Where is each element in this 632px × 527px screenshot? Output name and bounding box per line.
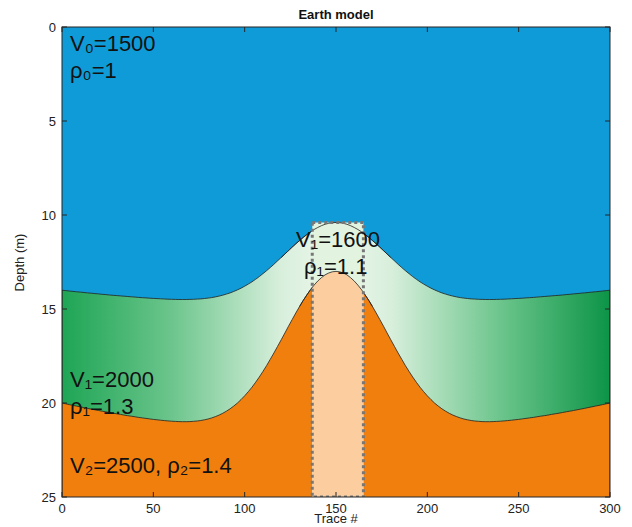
water-layer-label: V₀=1500ρ₀=1 <box>70 30 156 84</box>
tick-mark <box>605 497 610 498</box>
layer-property: ρ₀=1 <box>70 57 156 84</box>
tick-mark <box>336 27 337 32</box>
tick-label: 50 <box>146 501 160 516</box>
tick-label: 10 <box>42 208 56 223</box>
tick-mark <box>244 492 245 497</box>
tick-mark <box>605 403 610 404</box>
tick-mark <box>605 215 610 216</box>
sediment-layer-label: V₁=2000ρ₁=1.3 <box>70 366 154 420</box>
layer-property: ρ₁=1.3 <box>70 393 154 420</box>
tick-label: 0 <box>58 501 65 516</box>
tick-mark <box>605 309 610 310</box>
plot-title: Earth model <box>298 7 373 22</box>
axis-ticks <box>62 27 610 497</box>
layer-property: V₀=1500 <box>70 30 156 57</box>
tick-label: 300 <box>599 501 621 516</box>
tick-label: 200 <box>416 501 438 516</box>
axis-title: Trace # <box>314 511 358 526</box>
layer-property: ρ₁=1.1 <box>296 253 380 280</box>
tick-mark <box>610 27 611 32</box>
tick-label: 0 <box>49 20 56 35</box>
layer-property: V₂=2500, ρ₂=1.4 <box>70 452 232 479</box>
tick-mark <box>153 492 154 497</box>
tick-mark <box>244 27 245 32</box>
axis-title: Depth (m) <box>13 233 28 291</box>
tick-mark <box>605 27 610 28</box>
tick-mark <box>427 27 428 32</box>
tick-mark <box>336 492 337 497</box>
tick-mark <box>518 492 519 497</box>
tick-label: 250 <box>508 501 530 516</box>
tick-mark <box>518 27 519 32</box>
tick-mark <box>62 27 67 28</box>
basement-layer-label: V₂=2500, ρ₂=1.4 <box>70 452 232 479</box>
tick-mark <box>62 492 63 497</box>
tick-mark <box>62 309 67 310</box>
anomaly-top-line <box>281 223 391 258</box>
tick-mark <box>62 215 67 216</box>
tick-label: 100 <box>234 501 256 516</box>
tick-mark <box>610 492 611 497</box>
tick-label: 20 <box>42 396 56 411</box>
layer-property: V₁=1600 <box>296 226 380 253</box>
tick-label: 25 <box>42 490 56 505</box>
layer-property: V₁=2000 <box>70 366 154 393</box>
tick-mark <box>427 492 428 497</box>
axes-frame <box>62 27 610 497</box>
tick-mark <box>605 121 610 122</box>
tick-label: 15 <box>42 302 56 317</box>
tick-mark <box>62 403 67 404</box>
tick-mark <box>62 27 63 32</box>
tick-label: 5 <box>49 114 56 129</box>
tick-mark <box>62 497 67 498</box>
anomaly-label: V₁=1600ρ₁=1.1 <box>296 226 380 280</box>
tick-mark <box>62 121 67 122</box>
